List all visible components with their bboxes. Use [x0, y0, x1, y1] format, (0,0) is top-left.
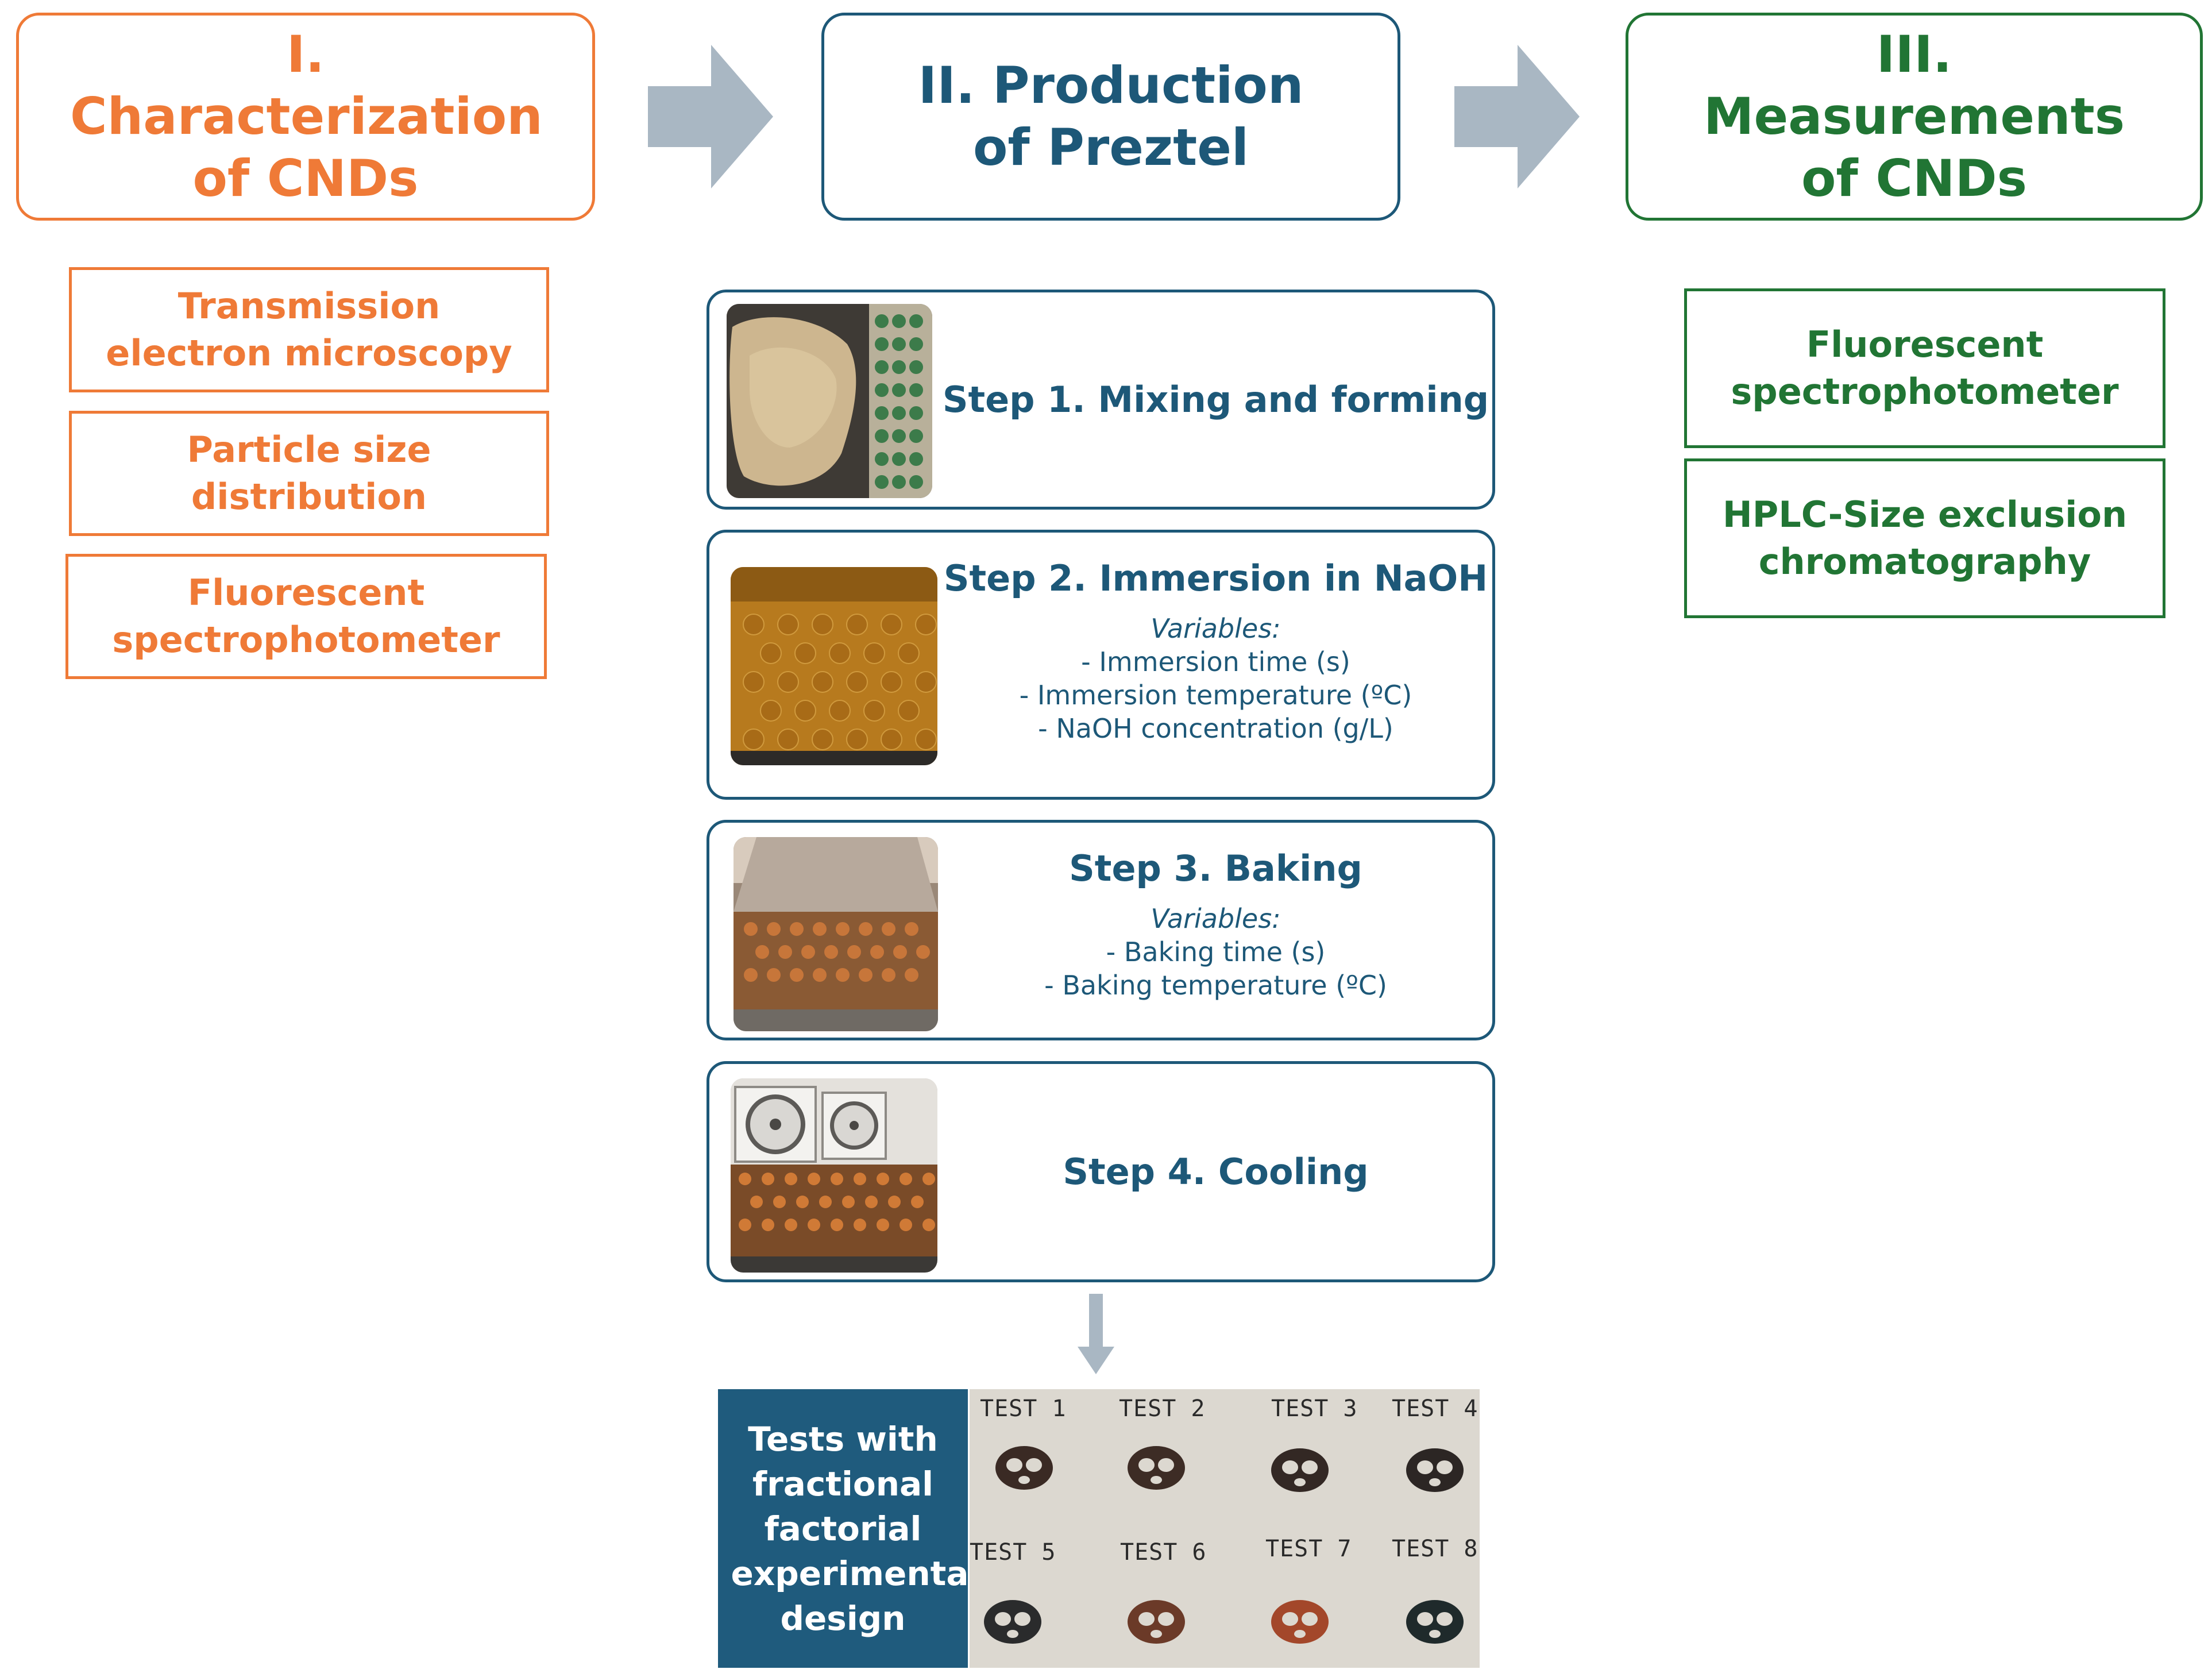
experimental-design-text: Tests with fractional factorial experime…: [731, 1419, 980, 1638]
step-title: Step 4. Cooling: [1063, 1150, 1369, 1193]
step-title: Step 3. Baking: [1069, 847, 1362, 889]
pretzel-sample-icon: [1128, 1446, 1185, 1490]
pretzel-sample-icon: [1406, 1600, 1464, 1644]
variable-item: - Immersion time (s): [1081, 646, 1350, 677]
down-arrow-icon: [1078, 1294, 1114, 1374]
test-label: TEST 4: [1392, 1395, 1478, 1422]
characterization-item: Particle size distribution: [69, 411, 549, 536]
test-label: TEST 7: [1265, 1536, 1352, 1562]
measurement-item-label: Fluorescent spectrophotometer: [1731, 323, 2119, 412]
step-text: Step 3. Baking Variables: - Baking time …: [939, 846, 1492, 1030]
test-label: TEST 2: [1119, 1395, 1206, 1422]
step-card: Step 4. Cooling: [707, 1061, 1495, 1282]
measurement-item-label: HPLC-Size exclusion chromatography: [1722, 494, 2128, 583]
test-label: TEST 5: [970, 1539, 1056, 1566]
pretzel-sample-icon: [995, 1446, 1053, 1490]
characterization-item-label: Fluorescent spectrophotometer: [112, 572, 500, 661]
test-samples-photo: TEST 1 TEST 2 TEST 3 TEST 4 TEST 5 TEST …: [970, 1389, 1480, 1668]
characterization-item-label: Particle size distribution: [187, 429, 431, 518]
test-label: TEST 3: [1271, 1395, 1358, 1422]
variables-label: Variables:: [1151, 903, 1281, 934]
header-production-text: II. Production of Preztel: [918, 56, 1304, 177]
dough-mixing-photo: [727, 304, 932, 498]
characterization-item: Fluorescent spectrophotometer: [65, 554, 547, 679]
variable-item: - NaOH concentration (g/L): [1038, 713, 1393, 744]
pretzel-sample-icon: [1406, 1448, 1464, 1492]
pretzel-sample-icon: [1128, 1600, 1185, 1644]
step-text: Step 2. Immersion in NaOH Variables: - I…: [939, 556, 1492, 791]
test-label: TEST 8: [1392, 1536, 1478, 1562]
header-measurements-text: III. Measurements of CNDs: [1703, 25, 2125, 208]
step-text: Step 4. Cooling: [939, 1064, 1492, 1279]
baking-oven-photo: [734, 837, 938, 1031]
variable-item: - Baking time (s): [1106, 936, 1326, 967]
header-characterization-text: I. Characterization of CNDs: [70, 25, 543, 208]
variables-label: Variables:: [1151, 613, 1281, 644]
header-production: II. Production of Preztel: [821, 13, 1400, 221]
cooling-fans-photo: [731, 1078, 937, 1273]
variable-item: - Immersion temperature (ºC): [1019, 680, 1412, 711]
characterization-item-label: Transmission electron microscopy: [106, 285, 512, 374]
right-arrow-icon: [1454, 45, 1580, 188]
experimental-design-label: Tests with fractional factorial experime…: [718, 1389, 980, 1668]
right-arrow-icon: [648, 45, 773, 188]
characterization-item: Transmission electron microscopy: [69, 267, 549, 392]
variable-item: - Baking temperature (ºC): [1044, 970, 1387, 1001]
pretzel-sample-icon: [984, 1600, 1041, 1644]
naoh-immersion-photo: [731, 567, 937, 765]
step-text: Step 1. Mixing and forming: [939, 292, 1492, 507]
pretzel-sample-icon: [1271, 1448, 1329, 1492]
header-characterization: I. Characterization of CNDs: [16, 13, 595, 221]
header-measurements: III. Measurements of CNDs: [1626, 13, 2203, 221]
step-card: Step 3. Baking Variables: - Baking time …: [707, 820, 1495, 1040]
measurement-item: Fluorescent spectrophotometer: [1684, 288, 2165, 448]
test-label: TEST 6: [1120, 1539, 1207, 1566]
measurement-item: HPLC-Size exclusion chromatography: [1684, 458, 2165, 618]
test-label: TEST 1: [980, 1395, 1067, 1422]
pretzel-sample-icon: [1271, 1600, 1329, 1644]
step-title: Step 2. Immersion in NaOH: [943, 557, 1488, 599]
step-card: Step 2. Immersion in NaOH Variables: - I…: [707, 530, 1495, 800]
step-card: Step 1. Mixing and forming: [707, 290, 1495, 510]
step-title: Step 1. Mixing and forming: [942, 378, 1489, 421]
